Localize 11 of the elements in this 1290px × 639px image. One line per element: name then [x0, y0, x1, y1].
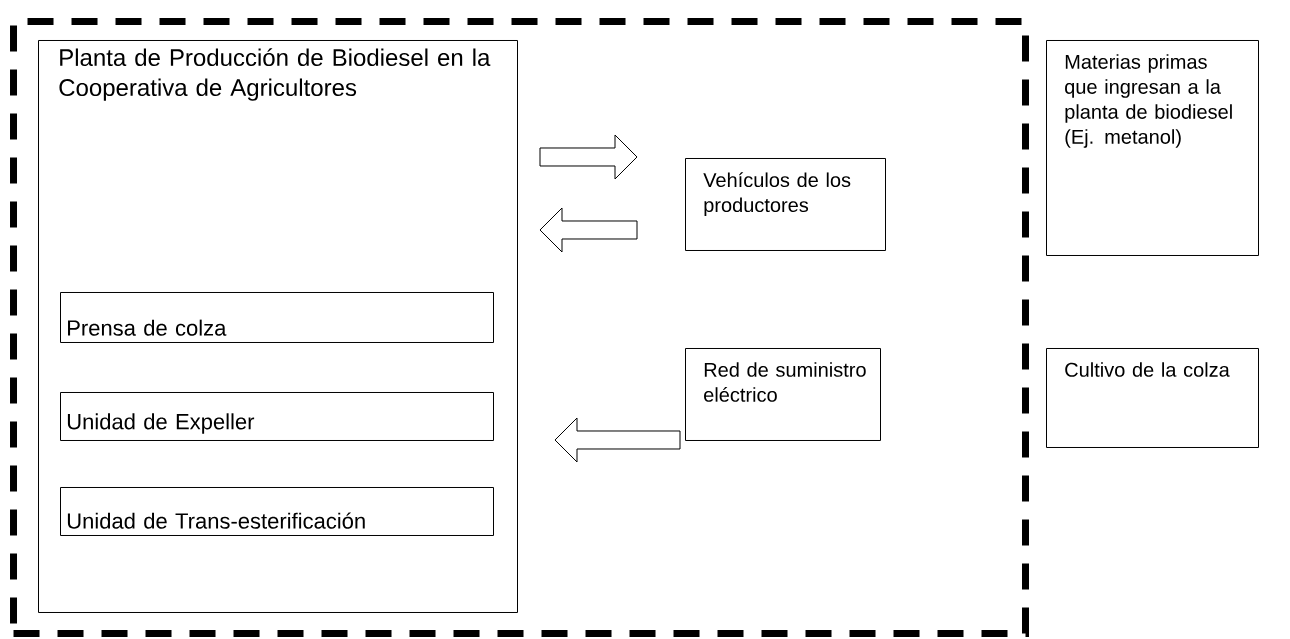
block-arrow: [539, 207, 638, 253]
unit-box: Prensa de colza: [60, 292, 494, 343]
input-box: Materias primas que ingresan a la planta de biodiesel (Ej. metanol): [1046, 40, 1259, 256]
input-box: Cultivo de la colza: [1046, 348, 1259, 448]
process-box: Vehículos de los productores: [685, 158, 886, 251]
system-boundary: [10, 18, 1029, 637]
block-arrow: [554, 417, 681, 463]
process-box: Red de suministro eléctrico: [685, 348, 881, 441]
unit-box: Unidad de Trans-esterificación: [60, 487, 494, 536]
unit-box: Unidad de Expeller: [60, 392, 494, 441]
block-arrow: [539, 134, 638, 180]
